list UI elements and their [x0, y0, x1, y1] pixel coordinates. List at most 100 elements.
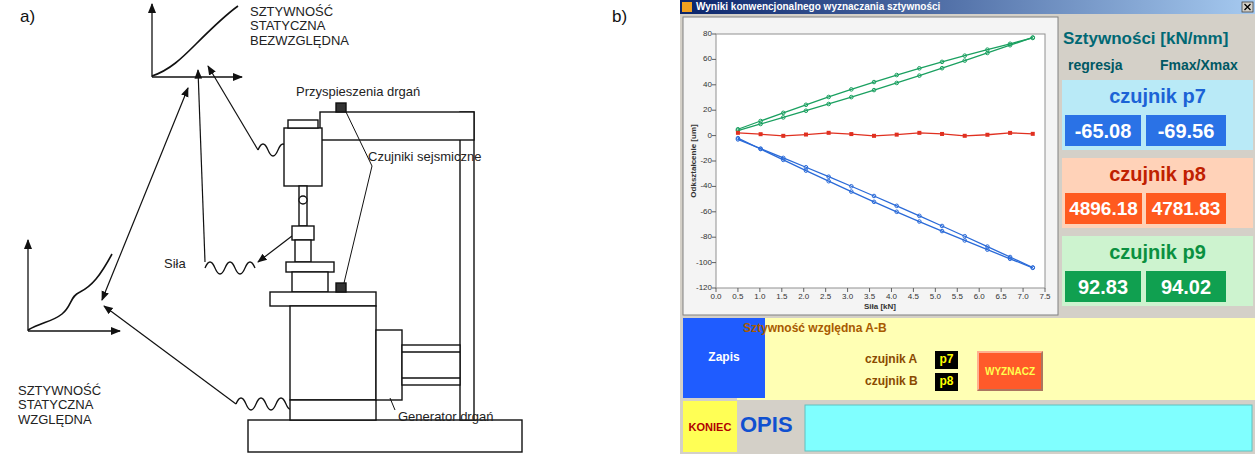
test-machine [286, 262, 334, 272]
axis-ticks [712, 135, 716, 136]
stiffness-plot [712, 34, 1045, 292]
data-series [895, 133, 899, 137]
app-window-frame [680, 0, 1255, 454]
relative-stiffness-panel: p7p8WYZNACZSztywność względna A-Bczujnik… [737, 318, 1255, 400]
test-machine [295, 240, 311, 262]
data-series [963, 239, 967, 243]
field-label: czujnik B [865, 375, 918, 388]
data-series [940, 66, 944, 70]
text-label: Fmax/Xmax [1160, 58, 1238, 73]
stiffness-graphs [152, 6, 238, 76]
app-window-frame [680, 0, 1255, 454]
axis-ticks [869, 288, 870, 292]
axis-ticks [891, 288, 892, 292]
test-machine [299, 196, 307, 204]
axis-tick-label: 2.5 [820, 293, 831, 302]
signal-arrows [208, 66, 258, 150]
test-machine [336, 103, 346, 112]
axis-tick-label: -80 [700, 233, 712, 242]
sensor-select: p8 [935, 373, 958, 391]
data-series [827, 102, 831, 106]
data-series [827, 175, 831, 179]
data-series [940, 229, 944, 233]
axis-tick-label: 60 [703, 55, 712, 64]
axis-tick-label: 6.0 [974, 293, 985, 302]
sensor-panel: 4896.184781.83czujnik p8 [1062, 158, 1253, 228]
axis-ticks [712, 161, 716, 162]
axis-ticks [737, 288, 738, 292]
data-series [781, 116, 785, 120]
data-series [872, 200, 876, 204]
data-series [804, 109, 808, 113]
axis-tick-label: 5.5 [952, 293, 963, 302]
app-window-frame [805, 405, 1252, 451]
data-series [918, 214, 922, 218]
axis-tick-label: 0.0 [710, 293, 721, 302]
app-window-frame [1242, 2, 1253, 12]
value-box: -69.56 [1146, 115, 1226, 146]
data-series [986, 245, 990, 249]
axis-tick-label: -20 [700, 157, 712, 166]
test-machine [290, 306, 376, 400]
data-series [895, 210, 899, 214]
axis-ticks [913, 288, 914, 292]
axis-tick-label: 5.0 [930, 293, 941, 302]
box-label: WYZNACZ [979, 366, 1041, 377]
axis-ticks [712, 288, 716, 289]
data-series [872, 80, 876, 84]
test-machine [270, 292, 376, 306]
data-series [1008, 43, 1012, 47]
stiffness-graphs [151, 4, 152, 77]
axis-ticks [712, 34, 716, 35]
value-box: 4781.83 [1146, 193, 1226, 224]
data-series [781, 134, 785, 138]
data-series [827, 179, 831, 183]
data-series [850, 190, 854, 194]
text-label: Odkształcenie [um] [690, 124, 699, 197]
box-label: p7 [935, 353, 958, 366]
data-series [1031, 266, 1035, 270]
app-window-frame [683, 17, 1058, 315]
data-series [827, 95, 831, 99]
box-label: 94.02 [1146, 276, 1226, 298]
field-label: czujnik A [865, 353, 917, 366]
axis-ticks [712, 211, 716, 212]
axis-ticks [803, 288, 804, 292]
test-machine [299, 186, 307, 226]
text-label: SZTYWNOŚĆ STATYCZNA WZGLĘDNA [18, 384, 133, 427]
axis-tick-label: 7.5 [1039, 293, 1050, 302]
axis-tick-label: 6.5 [996, 293, 1007, 302]
data-series [872, 88, 876, 92]
data-series [738, 38, 1033, 129]
box-label: czujnik p8 [1062, 163, 1253, 185]
data-series [917, 131, 921, 135]
leader-lines [344, 166, 372, 283]
signal-arrows [104, 306, 236, 404]
axis-tick-label: 80 [703, 30, 712, 39]
box-label: 92.83 [1065, 276, 1141, 298]
data-series [918, 67, 922, 71]
data-series [1031, 132, 1035, 136]
app-window-frame [682, 2, 692, 12]
stiffness-graphs [28, 254, 112, 330]
data-series [963, 134, 967, 138]
text-label: SZTYWNOŚĆ STATYCZNA BEZWZGLĘDNA [250, 5, 365, 48]
axis-tick-label: -120 [696, 284, 712, 293]
sensor-select: p7 [935, 351, 958, 369]
stiffness-graphs [28, 4, 242, 331]
axis-tick-label: 2.0 [798, 293, 809, 302]
sensor-panel: -65.08-69.56czujnik p7 [1062, 80, 1253, 150]
test-machine [290, 400, 376, 420]
signal-arrows [258, 236, 292, 262]
signal-arrows [102, 88, 188, 300]
data-series [850, 95, 854, 99]
axis-tick-label: 1.5 [776, 293, 787, 302]
data-series [827, 131, 831, 135]
leader-lines [390, 398, 395, 410]
signal-waves [236, 398, 296, 410]
data-series [850, 88, 854, 92]
axis-ticks [825, 288, 826, 292]
axis-tick-label: -40 [700, 182, 712, 191]
data-series [804, 165, 808, 169]
